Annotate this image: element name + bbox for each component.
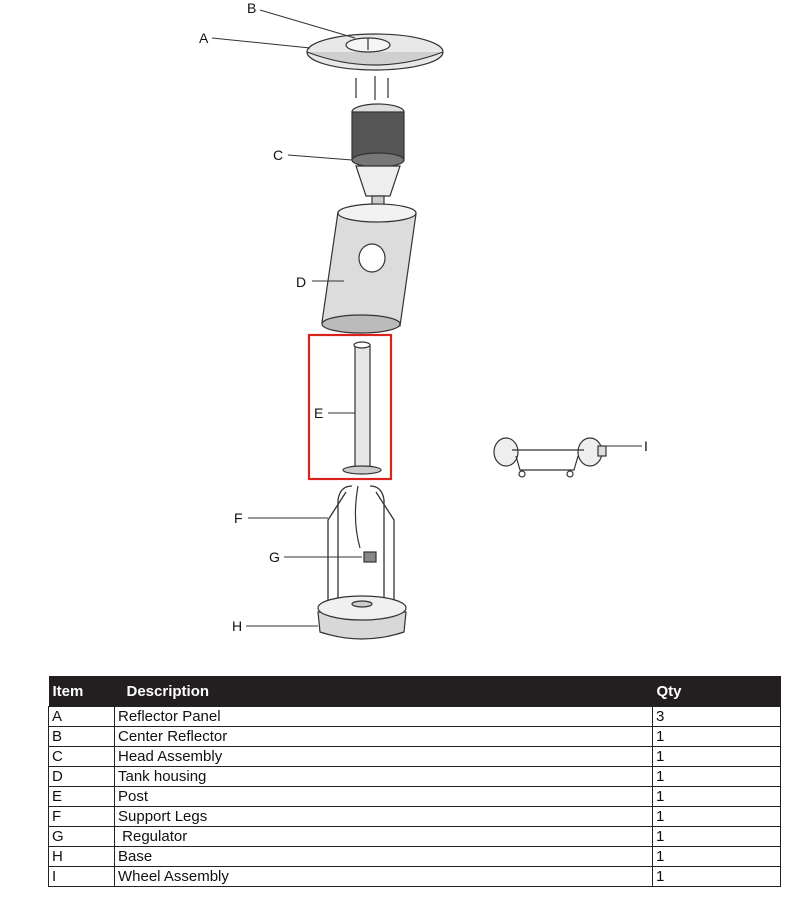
post-part (342, 341, 382, 475)
description-cell: Support Legs (114, 806, 653, 827)
table-row: H Base 1 (48, 846, 781, 867)
header-item: Item (48, 676, 115, 707)
header-description: Description (114, 676, 653, 707)
header-qty: Qty (652, 676, 781, 707)
tank-housing-part (321, 203, 417, 334)
callout-label: G (269, 549, 280, 565)
description-cell: Wheel Assembly (114, 866, 653, 887)
description-cell: Head Assembly (114, 746, 653, 767)
callout-label: C (273, 147, 283, 163)
item-cell: I (48, 866, 115, 887)
callout-label: F (234, 510, 243, 526)
description-cell: Base (114, 846, 653, 867)
item-cell: F (48, 806, 115, 827)
qty-cell: 1 (652, 746, 781, 767)
mounting-screws (355, 76, 389, 100)
qty-cell: 1 (652, 846, 781, 867)
table-row: E Post 1 (48, 786, 781, 807)
exploded-parts-diagram: B A C D E F G H I (199, 0, 648, 640)
table-row: A Reflector Panel 3 (48, 706, 781, 727)
item-cell: A (48, 706, 115, 727)
callout-label: D (296, 274, 306, 290)
item-cell: D (48, 766, 115, 787)
callout-label: E (314, 405, 323, 421)
item-cell: G (48, 826, 115, 847)
qty-cell: 3 (652, 706, 781, 727)
callout-leaders (211, 9, 642, 627)
post-highlight-box (307, 333, 393, 481)
callout-label: I (644, 438, 648, 454)
item-cell: E (48, 786, 115, 807)
description-cell: Regulator (114, 826, 653, 847)
table-row: D Tank housing 1 (48, 766, 781, 787)
table-row: C Head Assembly 1 (48, 746, 781, 767)
support-legs-part (327, 485, 395, 608)
qty-cell: 1 (652, 726, 781, 747)
qty-cell: 1 (652, 826, 781, 847)
callout-label: H (232, 618, 242, 634)
wheel-assembly-part (493, 437, 607, 478)
table-row: F Support Legs 1 (48, 806, 781, 827)
item-cell: C (48, 746, 115, 767)
table-row: I Wheel Assembly 1 (48, 866, 781, 887)
table-header-row: Item Description Qty (48, 676, 781, 707)
reflector-panel-part (306, 33, 444, 71)
table-row: G Regulator 1 (48, 826, 781, 847)
item-cell: H (48, 846, 115, 867)
description-cell: Center Reflector (114, 726, 653, 747)
qty-cell: 1 (652, 766, 781, 787)
description-cell: Tank housing (114, 766, 653, 787)
item-cell: B (48, 726, 115, 747)
callout-label: B (247, 0, 256, 16)
description-cell: Post (114, 786, 653, 807)
head-assembly-part (351, 103, 405, 207)
callout-label: A (199, 30, 209, 46)
table-row: B Center Reflector 1 (48, 726, 781, 747)
base-part (317, 595, 407, 640)
parts-list-table: Item Description Qty A Reflector Panel 3… (48, 676, 781, 887)
qty-cell: 1 (652, 786, 781, 807)
regulator-part (354, 485, 377, 563)
qty-cell: 1 (652, 866, 781, 887)
description-cell: Reflector Panel (114, 706, 653, 727)
qty-cell: 1 (652, 806, 781, 827)
